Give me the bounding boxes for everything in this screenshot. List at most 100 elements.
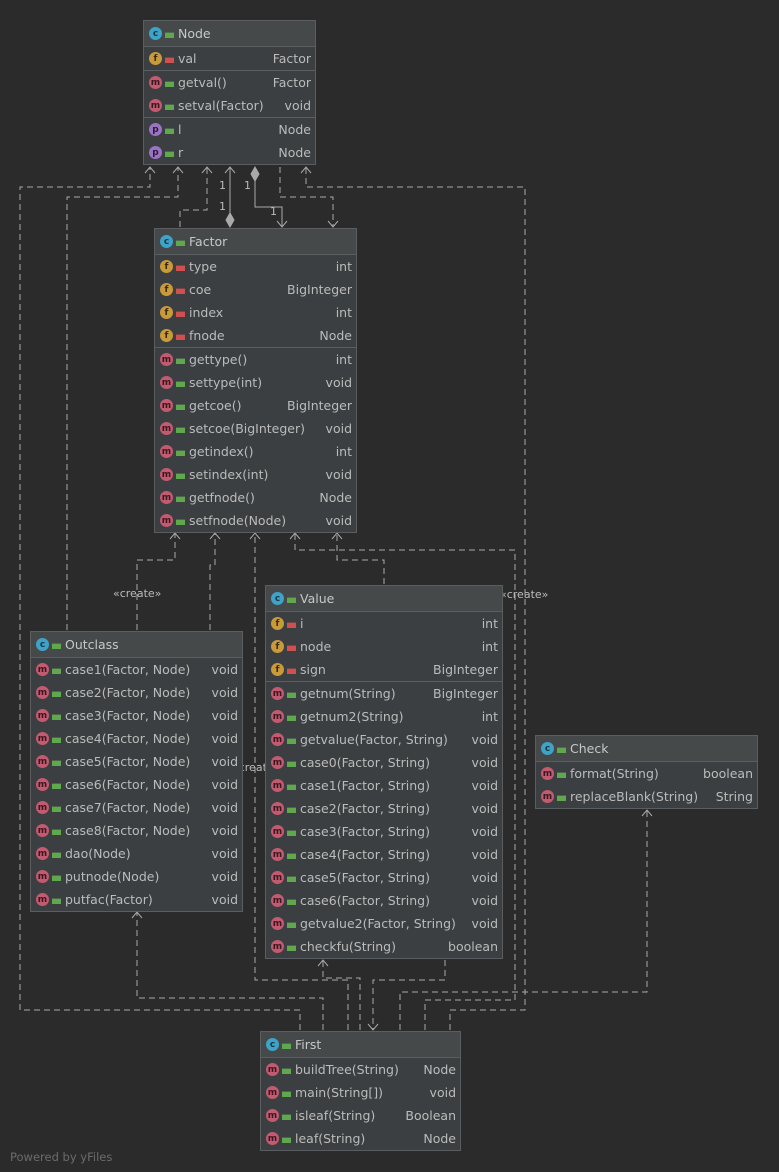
composition-diamond-node bbox=[250, 165, 260, 183]
method-name: case7(Factor, Node) bbox=[65, 800, 191, 815]
method-name: getnum(String) bbox=[300, 686, 396, 701]
method-name: buildTree(String) bbox=[295, 1062, 399, 1077]
field-icon: f bbox=[149, 52, 162, 65]
field-name: index bbox=[189, 305, 224, 320]
method-type: void bbox=[429, 1085, 456, 1100]
method-type: void bbox=[325, 467, 352, 482]
private-lock-icon bbox=[176, 334, 185, 340]
method-name: case2(Factor, Node) bbox=[65, 685, 191, 700]
method-icon: m bbox=[266, 1109, 279, 1122]
property-icon: p bbox=[149, 123, 162, 136]
method-name: putfac(Factor) bbox=[65, 892, 153, 907]
property-name: r bbox=[178, 145, 184, 160]
method-name: case1(Factor, String) bbox=[300, 778, 430, 793]
public-lock-icon bbox=[52, 829, 61, 835]
method-name: leaf(String) bbox=[295, 1131, 366, 1146]
method-name: getvalue(Factor, String) bbox=[300, 732, 448, 747]
method-name: case4(Factor, Node) bbox=[65, 731, 191, 746]
method-name: case3(Factor, String) bbox=[300, 824, 430, 839]
method-icon: m bbox=[160, 468, 173, 481]
public-lock-icon bbox=[165, 128, 174, 134]
method-name: getvalue2(Factor, String) bbox=[300, 916, 456, 931]
field-name: sign bbox=[300, 662, 326, 677]
edge-first-to-check bbox=[399, 810, 648, 1030]
method-name: case6(Factor, Node) bbox=[65, 777, 191, 792]
method-icon: m bbox=[160, 422, 173, 435]
public-lock-icon bbox=[287, 922, 296, 928]
method-type: Node bbox=[423, 1131, 456, 1146]
method-name: case3(Factor, Node) bbox=[65, 708, 191, 723]
method-icon: m bbox=[271, 779, 284, 792]
class-icon: c bbox=[271, 592, 284, 605]
method-type: void bbox=[325, 421, 352, 436]
create-label: «create» bbox=[500, 588, 549, 601]
property-type: Node bbox=[278, 122, 311, 137]
method-type: void bbox=[325, 513, 352, 528]
method-type: int bbox=[335, 352, 352, 367]
field-type: Node bbox=[319, 328, 352, 343]
